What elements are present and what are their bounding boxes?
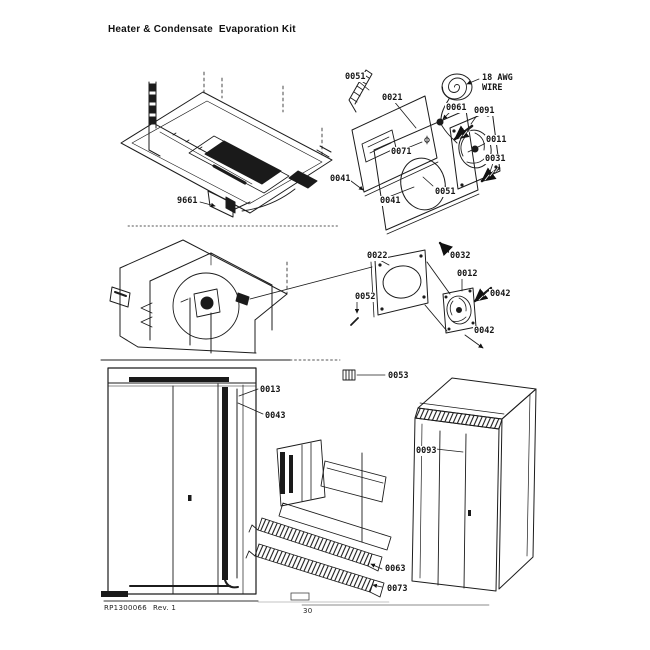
part-label-0091: 0091 [473,106,496,117]
part-label-0042-bottom: 0042 [473,326,496,337]
part-label-0041-bottom: 0041 [379,196,402,207]
part-label-0093: 0093 [415,446,438,457]
refrigerator-front-drawing [101,367,264,597]
condenser-fan-exploded-drawing [350,241,493,349]
footer-page-number: 30 [303,607,313,615]
part-label-0012: 0012 [456,269,479,280]
part-label-0021: 0021 [381,93,404,104]
part-label-0051-shroud: 0051 [434,187,457,198]
footer-revision: Rev. 1 [153,604,177,612]
part-label-0031: 0031 [484,154,507,165]
footer-rules [103,592,490,606]
part-label-0011: 0011 [485,135,508,146]
part-label-0053: 0053 [387,371,410,382]
part-label-0073: 0073 [386,584,409,595]
part-label-0042-side: 0042 [489,289,512,300]
part-label-0051-bracket: 0051 [344,72,367,83]
part-label-0043: 0043 [264,411,287,422]
part-label-0022: 0022 [366,251,389,262]
drain-clip-drawing [342,369,386,381]
cabinet-iso-drawing [411,377,537,592]
wire-gauge-note: 18 AWG WIRE [481,73,514,94]
part-label-0071: 0071 [390,147,413,158]
cabinet-top-drawing [100,239,373,361]
part-label-0061: 0061 [445,103,468,114]
footer-doc-number: RP1300066 [104,604,147,612]
evap-kit-exploded-drawing [346,69,501,235]
part-label-9661: 9661 [176,196,199,207]
page-title: Heater & Condensate Evaporation Kit [108,24,296,35]
part-label-0041-left: 0041 [329,174,352,185]
base-assembly-drawing [120,71,339,227]
part-label-0052: 0052 [354,292,377,303]
part-label-0013: 0013 [259,385,282,396]
drain-rail-drawing [245,439,392,598]
part-label-0032: 0032 [449,251,472,262]
part-label-0063: 0063 [384,564,407,575]
